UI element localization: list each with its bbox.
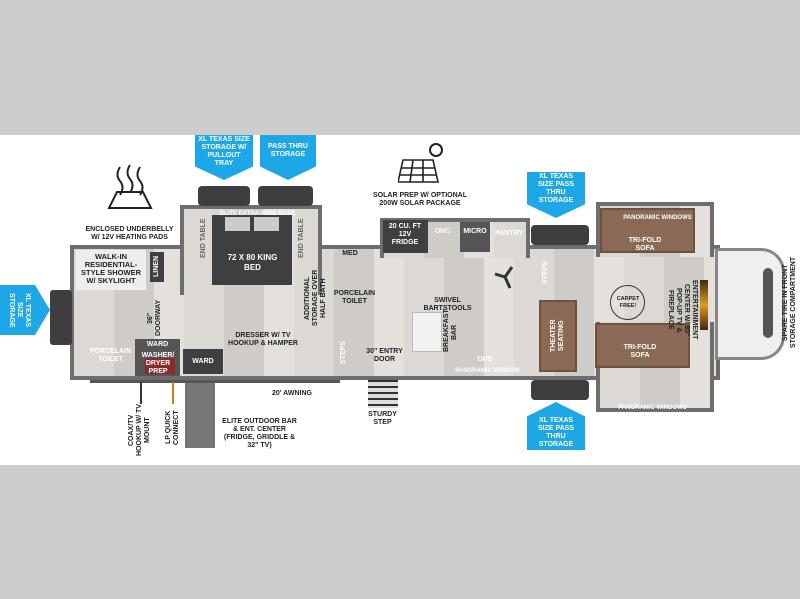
- king-bed: [212, 215, 292, 285]
- entry-steps: [368, 380, 398, 408]
- pantry-label: PANTRY: [495, 230, 523, 237]
- end-table-right: END TABLE: [298, 218, 305, 258]
- entry-door-label: 30" ENTRY DOOR: [366, 348, 403, 363]
- xl-pass-bottom-label: XL TEXAS SIZE PASS THRU STORAGE: [537, 417, 575, 448]
- xl-pullout-label: XL TEXAS SIZE STORAGE W/ PULLOUT TRAY: [198, 135, 250, 167]
- doorway-label: 36" DOORWAY: [147, 299, 162, 337]
- lp-label: LP QUICK CONNECT: [165, 410, 180, 445]
- additional-storage-label: ADDITIONAL STORAGE OVER HALF BATH: [304, 269, 327, 327]
- shower-label: WALK-IN RESIDENTIAL-STYLE SHOWER W/ SKYL…: [80, 252, 141, 285]
- solar-label: SOLAR PREP W/ OPTIONAL 200W SOLAR PACKAG…: [373, 192, 467, 207]
- pillow: [254, 217, 279, 231]
- barstools-label: SWIVEL BARTSTOOLS: [423, 297, 472, 312]
- ohc-bottom-label: OHC: [477, 356, 493, 363]
- carpet-free-badge: [610, 285, 645, 320]
- steps-rear-label: STEPS: [340, 341, 347, 364]
- half-bath-toilet-label: PORCELAIN TOILET: [333, 290, 376, 305]
- fireplace: [700, 280, 708, 330]
- top-band: [0, 0, 800, 135]
- sofa-top-label: TRI-FOLD SOFA: [628, 237, 662, 252]
- fridge: [383, 220, 428, 253]
- microwave: [460, 222, 490, 252]
- front-cap: [715, 248, 785, 360]
- panoramic-window-label: PANORAMIC WINDOW: [455, 368, 520, 374]
- theater-seating: [539, 300, 577, 372]
- pillow: [225, 217, 250, 231]
- heat-icon: [107, 164, 153, 209]
- breakfast-bar: [412, 312, 442, 352]
- spare-tire-label: SPARE TIRE IN FRONT STORAGE COMPARTMENT: [782, 256, 797, 349]
- dresser-label: DRESSER W/ TV HOOKUP & HAMPER: [228, 332, 298, 347]
- ceiling-fan-icon: [494, 266, 514, 289]
- sofa-bottom-label: TRI-FOLD SOFA: [623, 344, 657, 359]
- storage-box: [531, 380, 589, 400]
- pass-thru-storage-arrow: PASS THRU STORAGE: [260, 135, 316, 180]
- pass-thru-label: PASS THRU STORAGE: [268, 142, 308, 158]
- ward-label-2: WARD: [192, 358, 214, 365]
- micro-label: MICRO: [463, 228, 487, 235]
- storage-box: [258, 186, 313, 206]
- rear-toilet-label: PORCELAIN TOILET: [89, 348, 132, 363]
- bottom-band: [0, 465, 800, 599]
- outdoor-kitchen: [185, 383, 215, 448]
- ward-label-1: WARD: [146, 341, 169, 348]
- xl-pass-thru-top-arrow: XL TEXAS SIZE PASS THRU STORAGE: [527, 172, 585, 218]
- xl-pass-top-label: XL TEXAS SIZE PASS THRU STORAGE: [537, 173, 575, 204]
- entertainment-label: ENTERTAINMENT CENTER W/ 85" POP-UP TV & …: [667, 280, 698, 340]
- sofa-bottom: [595, 323, 690, 368]
- wardrobe: [183, 349, 223, 374]
- outdoor-kitchen-label: ELITE OUTDOOR BAR & ENT. CENTER (FRIDGE,…: [222, 418, 297, 449]
- carpet-free-label: CARPET FREE!: [616, 296, 640, 309]
- storage-box: [531, 225, 589, 245]
- spare-tire: [763, 268, 773, 338]
- breakfast-bar-label: BREAKFAST BAR: [443, 309, 458, 352]
- xl-pass-thru-bottom-arrow: XL TEXAS SIZE PASS THRU STORAGE: [527, 402, 585, 450]
- coax-label: COAX/TV HOOKUP W/ TV MOUNT: [128, 404, 151, 456]
- steps-front-label: STEPS: [542, 261, 549, 285]
- xl-rear-storage-arrow: XL TEXAS SIZE STORAGE: [0, 285, 50, 335]
- dryer-label: DRYER PREP: [145, 360, 171, 375]
- linen-cabinet: [150, 252, 164, 282]
- linen-label: LINEN: [153, 256, 160, 278]
- underbelly-label: ENCLOSED UNDERBELLY W/ 12V HEATING PADS: [85, 226, 174, 241]
- lp-line: [172, 382, 174, 404]
- shower: [76, 250, 146, 290]
- panoramic-windows-top-label: PANORAMIC WINDOWS: [623, 215, 692, 221]
- coax-line: [140, 382, 142, 404]
- dryer-prep: [145, 358, 175, 374]
- slide-label: ELITE EXTRA-WIDE SLIDE: [219, 211, 296, 217]
- xl-rear-label: XL TEXAS SIZE STORAGE: [8, 292, 31, 328]
- solar-icon: [398, 143, 443, 183]
- xl-pullout-storage-arrow: XL TEXAS SIZE STORAGE W/ PULLOUT TRAY: [195, 135, 253, 180]
- theater-seating-label: THEATER SEATING: [550, 319, 565, 353]
- med-label: MED: [342, 250, 358, 257]
- panoramic-windows-bottom-label: PANORAMIC WINDOWS: [618, 405, 687, 411]
- bed-label: 72 X 80 KING BED: [227, 253, 278, 272]
- end-table-left: END TABLE: [200, 218, 207, 258]
- sofa-top: [600, 208, 695, 253]
- washer-label: WASHER/: [141, 352, 175, 359]
- storage-box: [198, 186, 250, 206]
- awning-rail: [90, 380, 340, 383]
- fridge-label: 20 CU. FT 12V FRIDGE: [388, 223, 422, 246]
- ohc-top-label: OHC: [434, 228, 451, 235]
- rear-bumper: [50, 290, 72, 345]
- sturdy-step-label: STURDY STEP: [368, 411, 397, 426]
- awning-label: 20' AWNING: [272, 390, 312, 397]
